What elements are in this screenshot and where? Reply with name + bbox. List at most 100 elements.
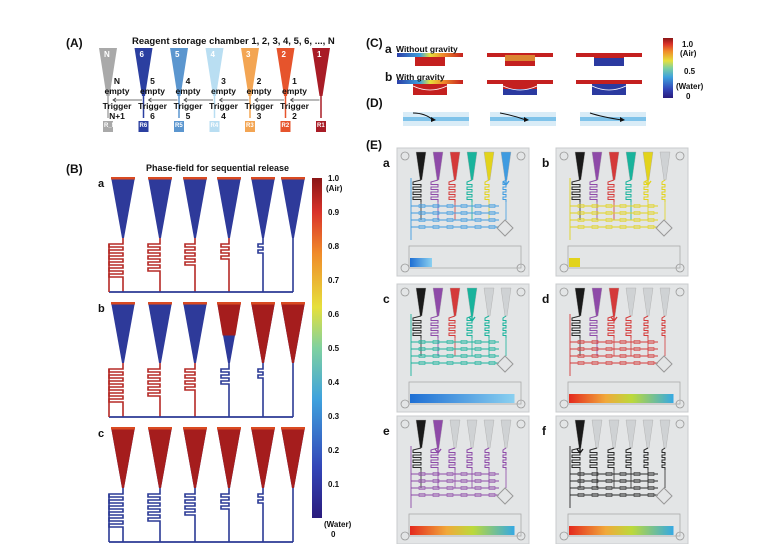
reservoir: [449, 151, 461, 181]
network-cell: [633, 361, 641, 365]
network-cell: [633, 225, 641, 229]
serpentine: [484, 179, 490, 202]
serpentine: [589, 315, 598, 338]
network-cell: [446, 361, 454, 365]
serpentine: [466, 315, 473, 338]
panel-e-sublabel: e: [383, 424, 390, 438]
network-cell: [577, 225, 585, 229]
network-cell: [418, 204, 426, 208]
network-cell: [605, 211, 613, 215]
flow-arrow: [589, 112, 623, 121]
reservoir-water: [148, 302, 172, 363]
network-cell: [605, 354, 613, 358]
colorbar-tick: 0.1: [328, 480, 340, 489]
reservoir: [449, 287, 461, 317]
chip-hole: [400, 287, 410, 297]
network-cell: [488, 340, 496, 344]
chip-photo: [555, 147, 689, 277]
chip-hole: [516, 419, 526, 429]
serpentine-channel: [220, 238, 230, 292]
serpentine: [589, 447, 598, 470]
serpentine-channel: [108, 488, 124, 542]
collection-fluid: [410, 258, 432, 267]
serpentine-channel: [108, 363, 124, 417]
trigger-arrow-head: [218, 97, 223, 103]
network-cell: [647, 361, 655, 365]
network-cell: [418, 472, 426, 476]
network-cell: [460, 479, 468, 483]
chip-photo: [396, 415, 530, 544]
release-arrow: [468, 310, 476, 323]
flow-arrow-head: [431, 117, 436, 122]
chamber-number: 2: [281, 50, 286, 59]
network-cell: [446, 472, 454, 476]
network-cell: [633, 211, 641, 215]
panel-c-colorbar: [663, 38, 673, 98]
resistor-box: [245, 121, 255, 132]
colorbar-top: 1.0: [328, 174, 340, 183]
network-cell: [432, 354, 440, 358]
network-cell: [577, 493, 585, 497]
reservoir: [466, 287, 478, 317]
chamber-cone: [134, 48, 153, 96]
panel-e-sublabel: f: [542, 424, 546, 438]
reservoir-top: [251, 302, 275, 305]
network-cell: [460, 354, 468, 358]
reservoir-top: [251, 177, 275, 180]
reservoir-top: [183, 177, 207, 180]
streamline: [502, 85, 538, 91]
collection-chamber: [408, 513, 522, 537]
network-cell: [619, 361, 627, 365]
serpentine: [643, 447, 649, 470]
colorbar-tick: 0.2: [328, 446, 340, 455]
reservoir-top: [148, 427, 172, 430]
reservoir: [608, 151, 620, 181]
panel-b-row-a: a: [98, 178, 105, 190]
chamber-b-water: [503, 89, 537, 95]
diamond-mark: [655, 219, 673, 237]
network-cell: [446, 486, 454, 490]
reservoir-top: [183, 302, 207, 305]
serpentine-channel: [184, 488, 196, 542]
serpentine: [661, 179, 666, 202]
collection-fluid: [410, 394, 515, 403]
network-cell: [647, 340, 655, 344]
network-cell: [633, 340, 641, 344]
reservoir-air: [251, 302, 275, 363]
reservoir-top: [111, 427, 135, 430]
reservoir-air: [281, 302, 305, 363]
chamber-status: 3 empty: [210, 76, 237, 96]
colorbar-tick: 0.8: [328, 242, 340, 251]
serpentine: [466, 447, 473, 470]
network-cell: [647, 472, 655, 476]
network-cell: [474, 472, 482, 476]
reservoir-air: [217, 427, 241, 488]
chip-hole: [559, 151, 569, 161]
reservoir-air: [111, 427, 135, 488]
network-cell: [418, 225, 426, 229]
reservoir-top: [111, 302, 135, 305]
panel-b-label: (B): [66, 162, 83, 176]
serpentine-channel: [147, 238, 161, 292]
chamber-cone: [276, 48, 295, 96]
resistor-label: R1: [317, 123, 325, 129]
network-cell: [446, 225, 454, 229]
reservoir-water: [217, 177, 241, 238]
reservoir-top: [251, 427, 275, 430]
network-cell: [633, 479, 641, 483]
reservoir-top: [217, 302, 241, 305]
network-cell: [619, 354, 627, 358]
chamber-a: [415, 57, 445, 66]
chamber-trigger: Trigger 5: [173, 101, 203, 121]
chip-hole: [675, 287, 685, 297]
collection-chamber: [408, 245, 522, 269]
reservoir-top: [183, 427, 207, 430]
chamber-number: 4: [210, 50, 215, 59]
reservoir: [466, 419, 478, 449]
serpentine: [625, 447, 632, 470]
flow-arrow-head: [524, 117, 529, 122]
serpentine: [412, 447, 422, 470]
reservoir-water: [148, 177, 172, 238]
chip-hole: [675, 419, 685, 429]
